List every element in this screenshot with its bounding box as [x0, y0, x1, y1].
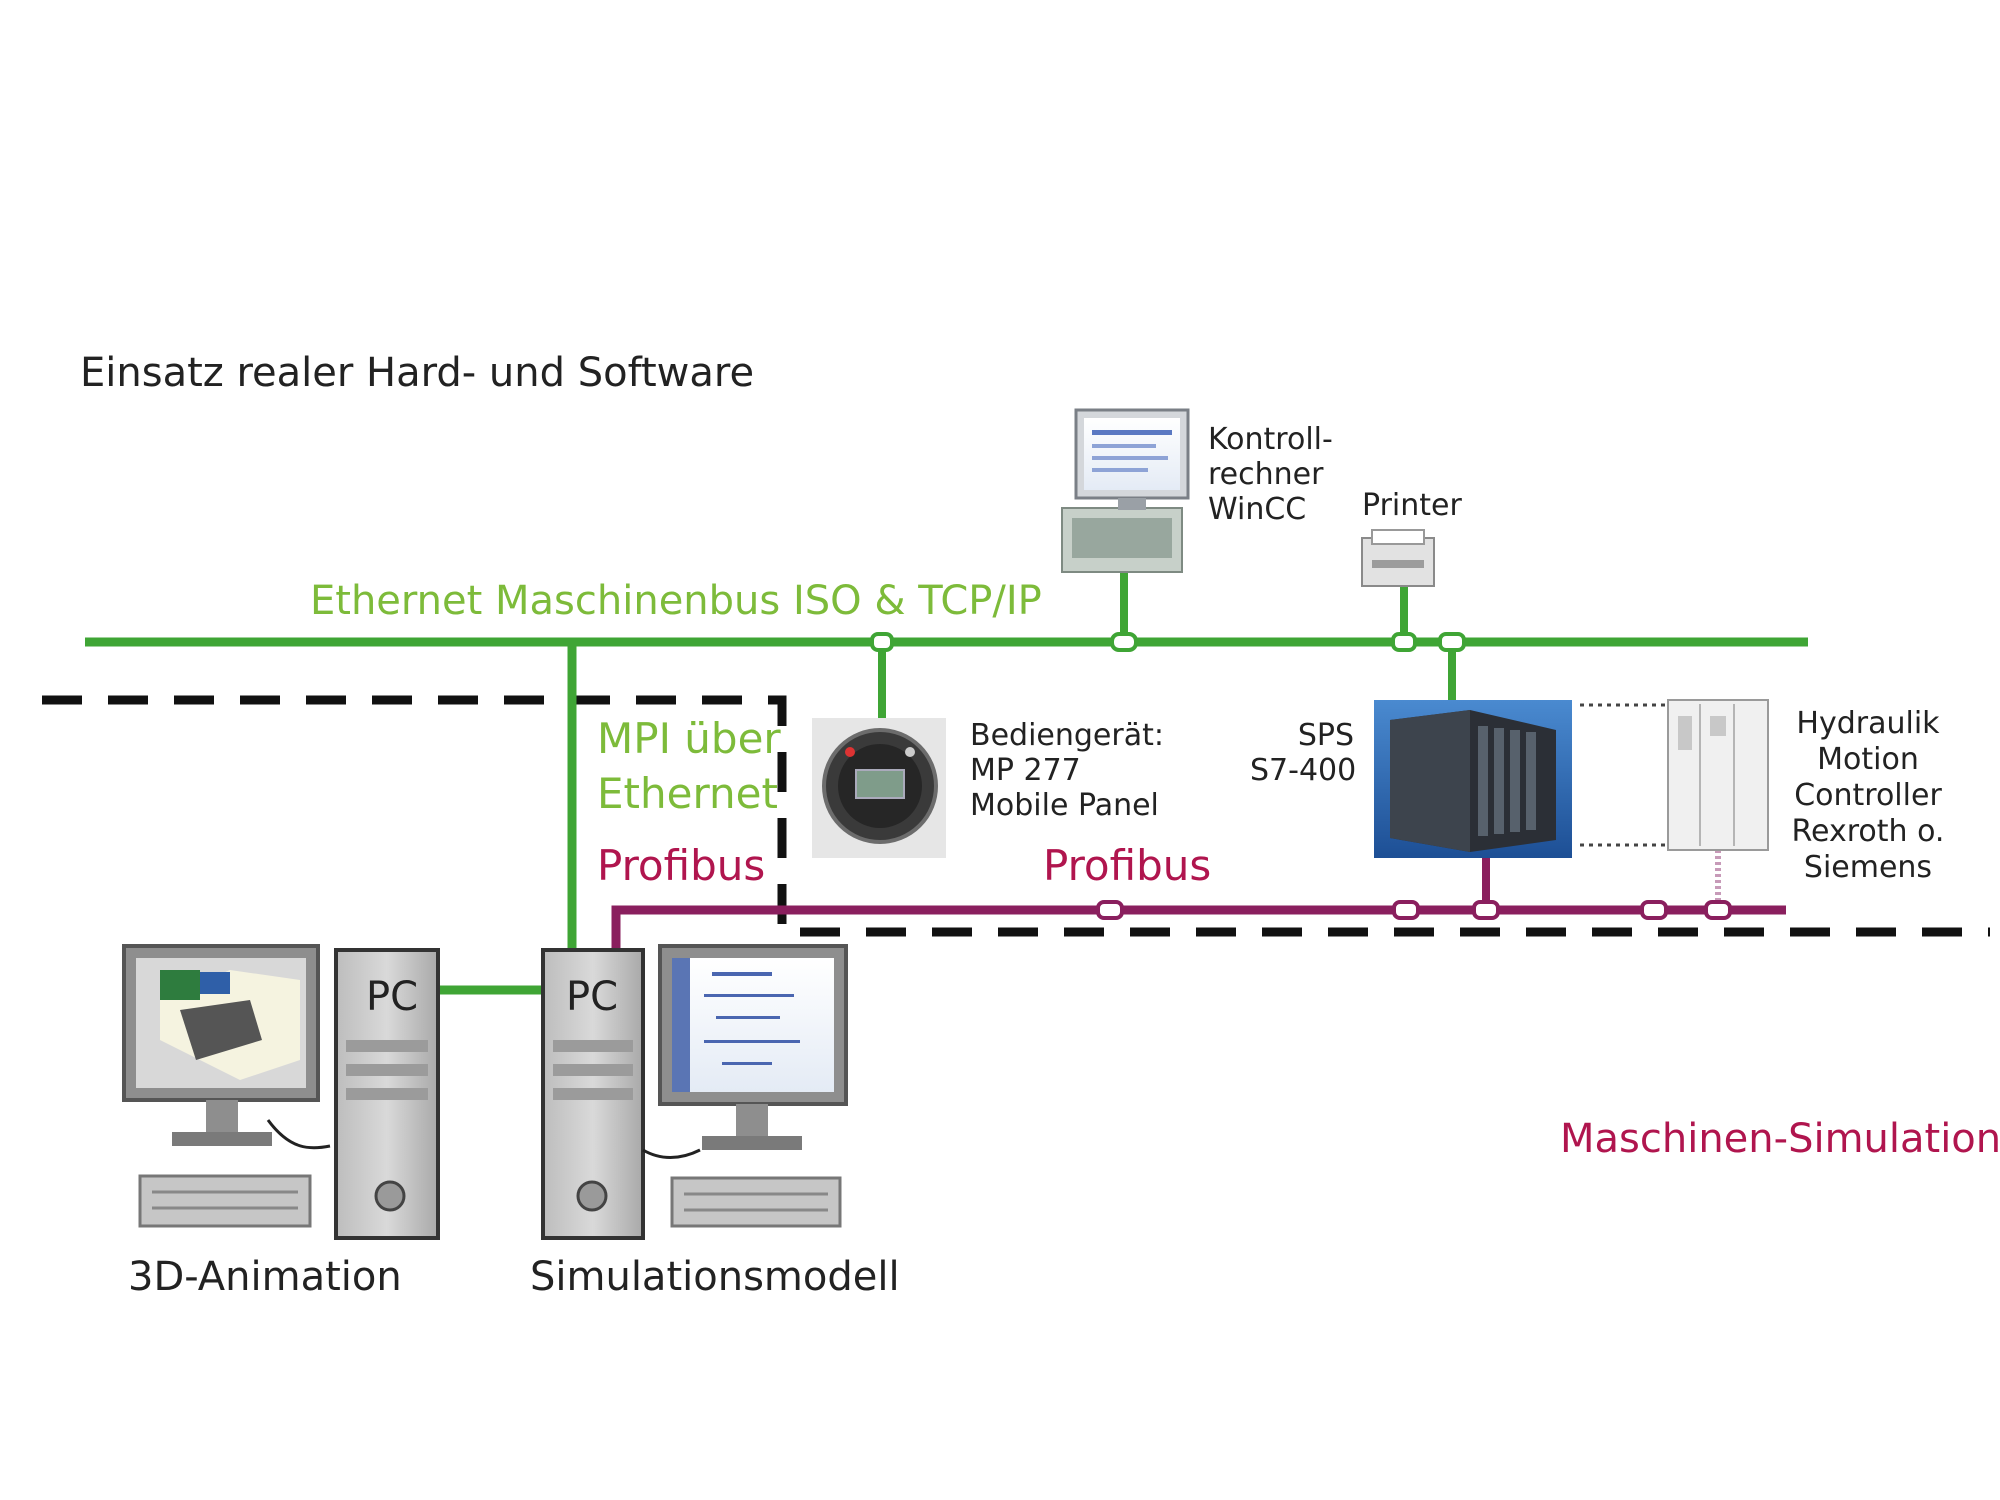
profibus-node-2: [1392, 900, 1420, 920]
profibus-node-sps: [1472, 900, 1500, 920]
profibus-left-label: Profibus: [597, 841, 766, 890]
profibus-node-hydraulik: [1704, 900, 1732, 920]
hydraulik-line-1: Hydraulik: [1796, 706, 1940, 741]
ethernet-node-sps: [1438, 632, 1466, 652]
ethernet-node-printer: [1391, 632, 1417, 652]
bediengeraet-line-1: Bediengerät:: [970, 718, 1164, 753]
hydraulik-controller-icon: [1667, 699, 1769, 851]
wincc-computer-icon: [1061, 408, 1190, 573]
sps-s7-400-icon: [1374, 700, 1572, 858]
pc-tower-left-icon: [334, 948, 440, 1240]
bediengeraet-line-3: Mobile Panel: [970, 788, 1159, 824]
pc-right-label: PC: [566, 974, 619, 1020]
profibus-node-3: [1640, 900, 1668, 920]
machine-simulation-caption: Maschinen-Simulation: [1560, 1116, 2000, 1162]
animation-monitor-icon: [122, 944, 331, 1228]
hydraulik-line-2: Motion: [1817, 742, 1919, 777]
bus-connectors: [870, 632, 1466, 652]
hydraulik-line-3: Controller: [1794, 778, 1942, 813]
hydraulik-label: Hydraulik Motion Controller Rexroth o. S…: [1782, 706, 1954, 886]
mpi-line-1: MPI über: [597, 714, 781, 763]
kontrollrechner-line-3: WinCC: [1208, 492, 1307, 528]
simulation-monitor-icon: [642, 944, 848, 1228]
diagram-title: Einsatz realer Hard- und Software: [80, 350, 755, 396]
sps-line-1: SPS: [1297, 718, 1354, 753]
bediengeraet-line-2: MP 277: [970, 753, 1081, 789]
profibus-right-label: Profibus: [1043, 841, 1212, 890]
ethernet-node-panel: [870, 632, 894, 652]
pc-tower-right-icon: [541, 948, 645, 1240]
kontrollrechner-line-2: rechner: [1208, 457, 1324, 493]
boundary-dashed-line: [42, 695, 1990, 937]
printer-icon: [1361, 529, 1435, 587]
pc-left-label: PC: [366, 974, 419, 1020]
mpi-ethernet-label: MPI über Ethernet: [597, 712, 781, 821]
ethernet-node-wincc: [1110, 632, 1138, 652]
mobile-panel-icon: [812, 718, 946, 858]
printer-label: Printer: [1362, 488, 1462, 523]
profibus-node-1: [1096, 900, 1124, 920]
mpi-line-2: Ethernet: [597, 768, 778, 818]
ethernet-bus-label: Ethernet Maschinenbus ISO & TCP/IP: [310, 578, 1042, 624]
bediengeraet-label: Bediengerät: MP 277 Mobile Panel: [970, 718, 1164, 823]
animation-caption: 3D-Animation: [128, 1254, 402, 1300]
kontrollrechner-line-1: Kontroll-: [1208, 422, 1333, 457]
simulation-model-caption: Simulationsmodell: [530, 1254, 900, 1300]
sps-label: SPS S7-400: [1250, 718, 1357, 789]
kontrollrechner-label: Kontroll- rechner WinCC: [1208, 422, 1333, 527]
hydraulik-line-4: Rexroth o.: [1791, 814, 1945, 849]
sps-line-2: S7-400: [1250, 753, 1357, 789]
hydraulik-line-5: Siemens: [1803, 850, 1933, 885]
